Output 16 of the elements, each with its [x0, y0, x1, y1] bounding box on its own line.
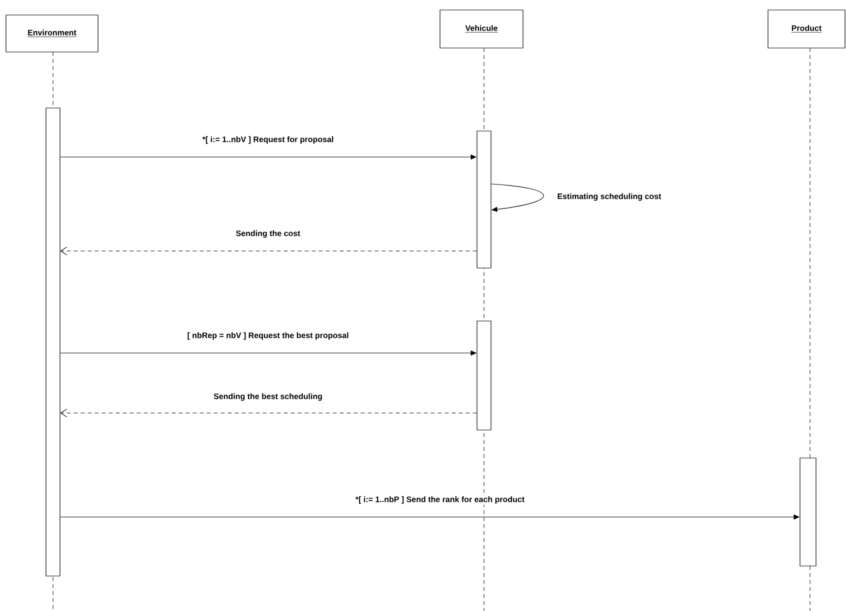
edge-label: [ nbRep = nbV ] Request the best proposal: [186, 331, 350, 341]
activation-bar: [476, 130, 492, 268]
edge-label: Sending the best scheduling: [212, 392, 324, 402]
edge-label: Estimating scheduling cost: [556, 192, 662, 202]
edge-label: Sending the cost: [234, 229, 302, 239]
return-arrow: [60, 246, 477, 256]
object-box: Environment: [6, 14, 98, 52]
self-message-arrow: [491, 184, 544, 212]
object-box: Vehicule: [440, 10, 524, 48]
activation-bar: [476, 320, 492, 430]
activation-bar: [46, 108, 60, 576]
return-arrow: [60, 408, 477, 418]
edge-label: *[ i:= 1..nbP ] Send the rank for each product: [354, 495, 526, 505]
object-box: Product: [768, 10, 846, 48]
activation-bar: [800, 458, 816, 566]
edge-label: *[ i:= 1..nbV ] Request for proposal: [201, 135, 335, 145]
